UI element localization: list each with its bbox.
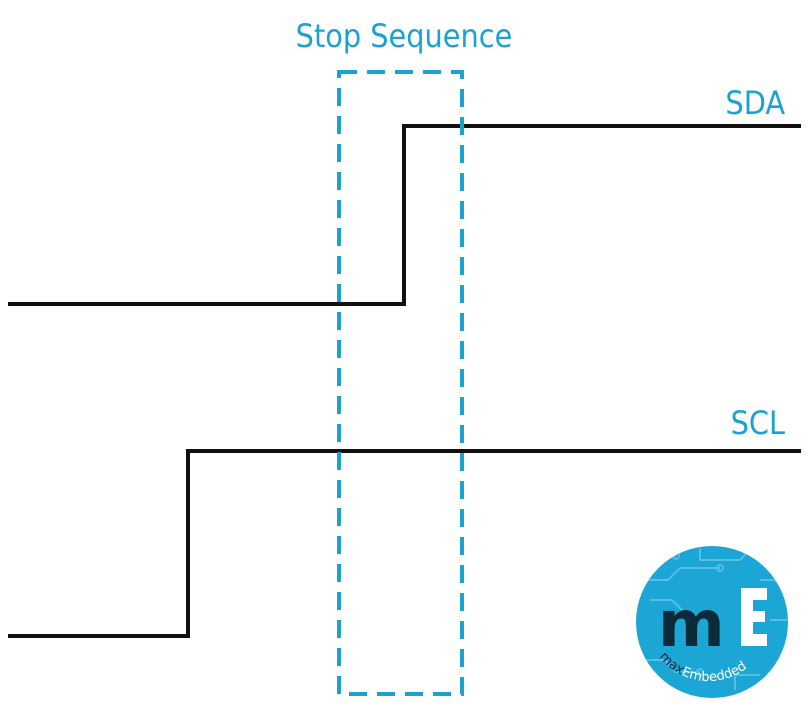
scl-waveform [8,449,801,638]
maxembedded-logo: m maxEmbedded [636,546,788,698]
logo-e-block [741,588,767,646]
sda-label: SDA [725,84,785,122]
sda-waveform [8,124,801,306]
logo-badge-circle [636,546,788,698]
diagram-title: Stop Sequence [296,17,513,55]
stop-sequence-highlight-box [337,70,464,696]
logo-mark: m [658,588,721,662]
scl-label: SCL [731,404,785,442]
